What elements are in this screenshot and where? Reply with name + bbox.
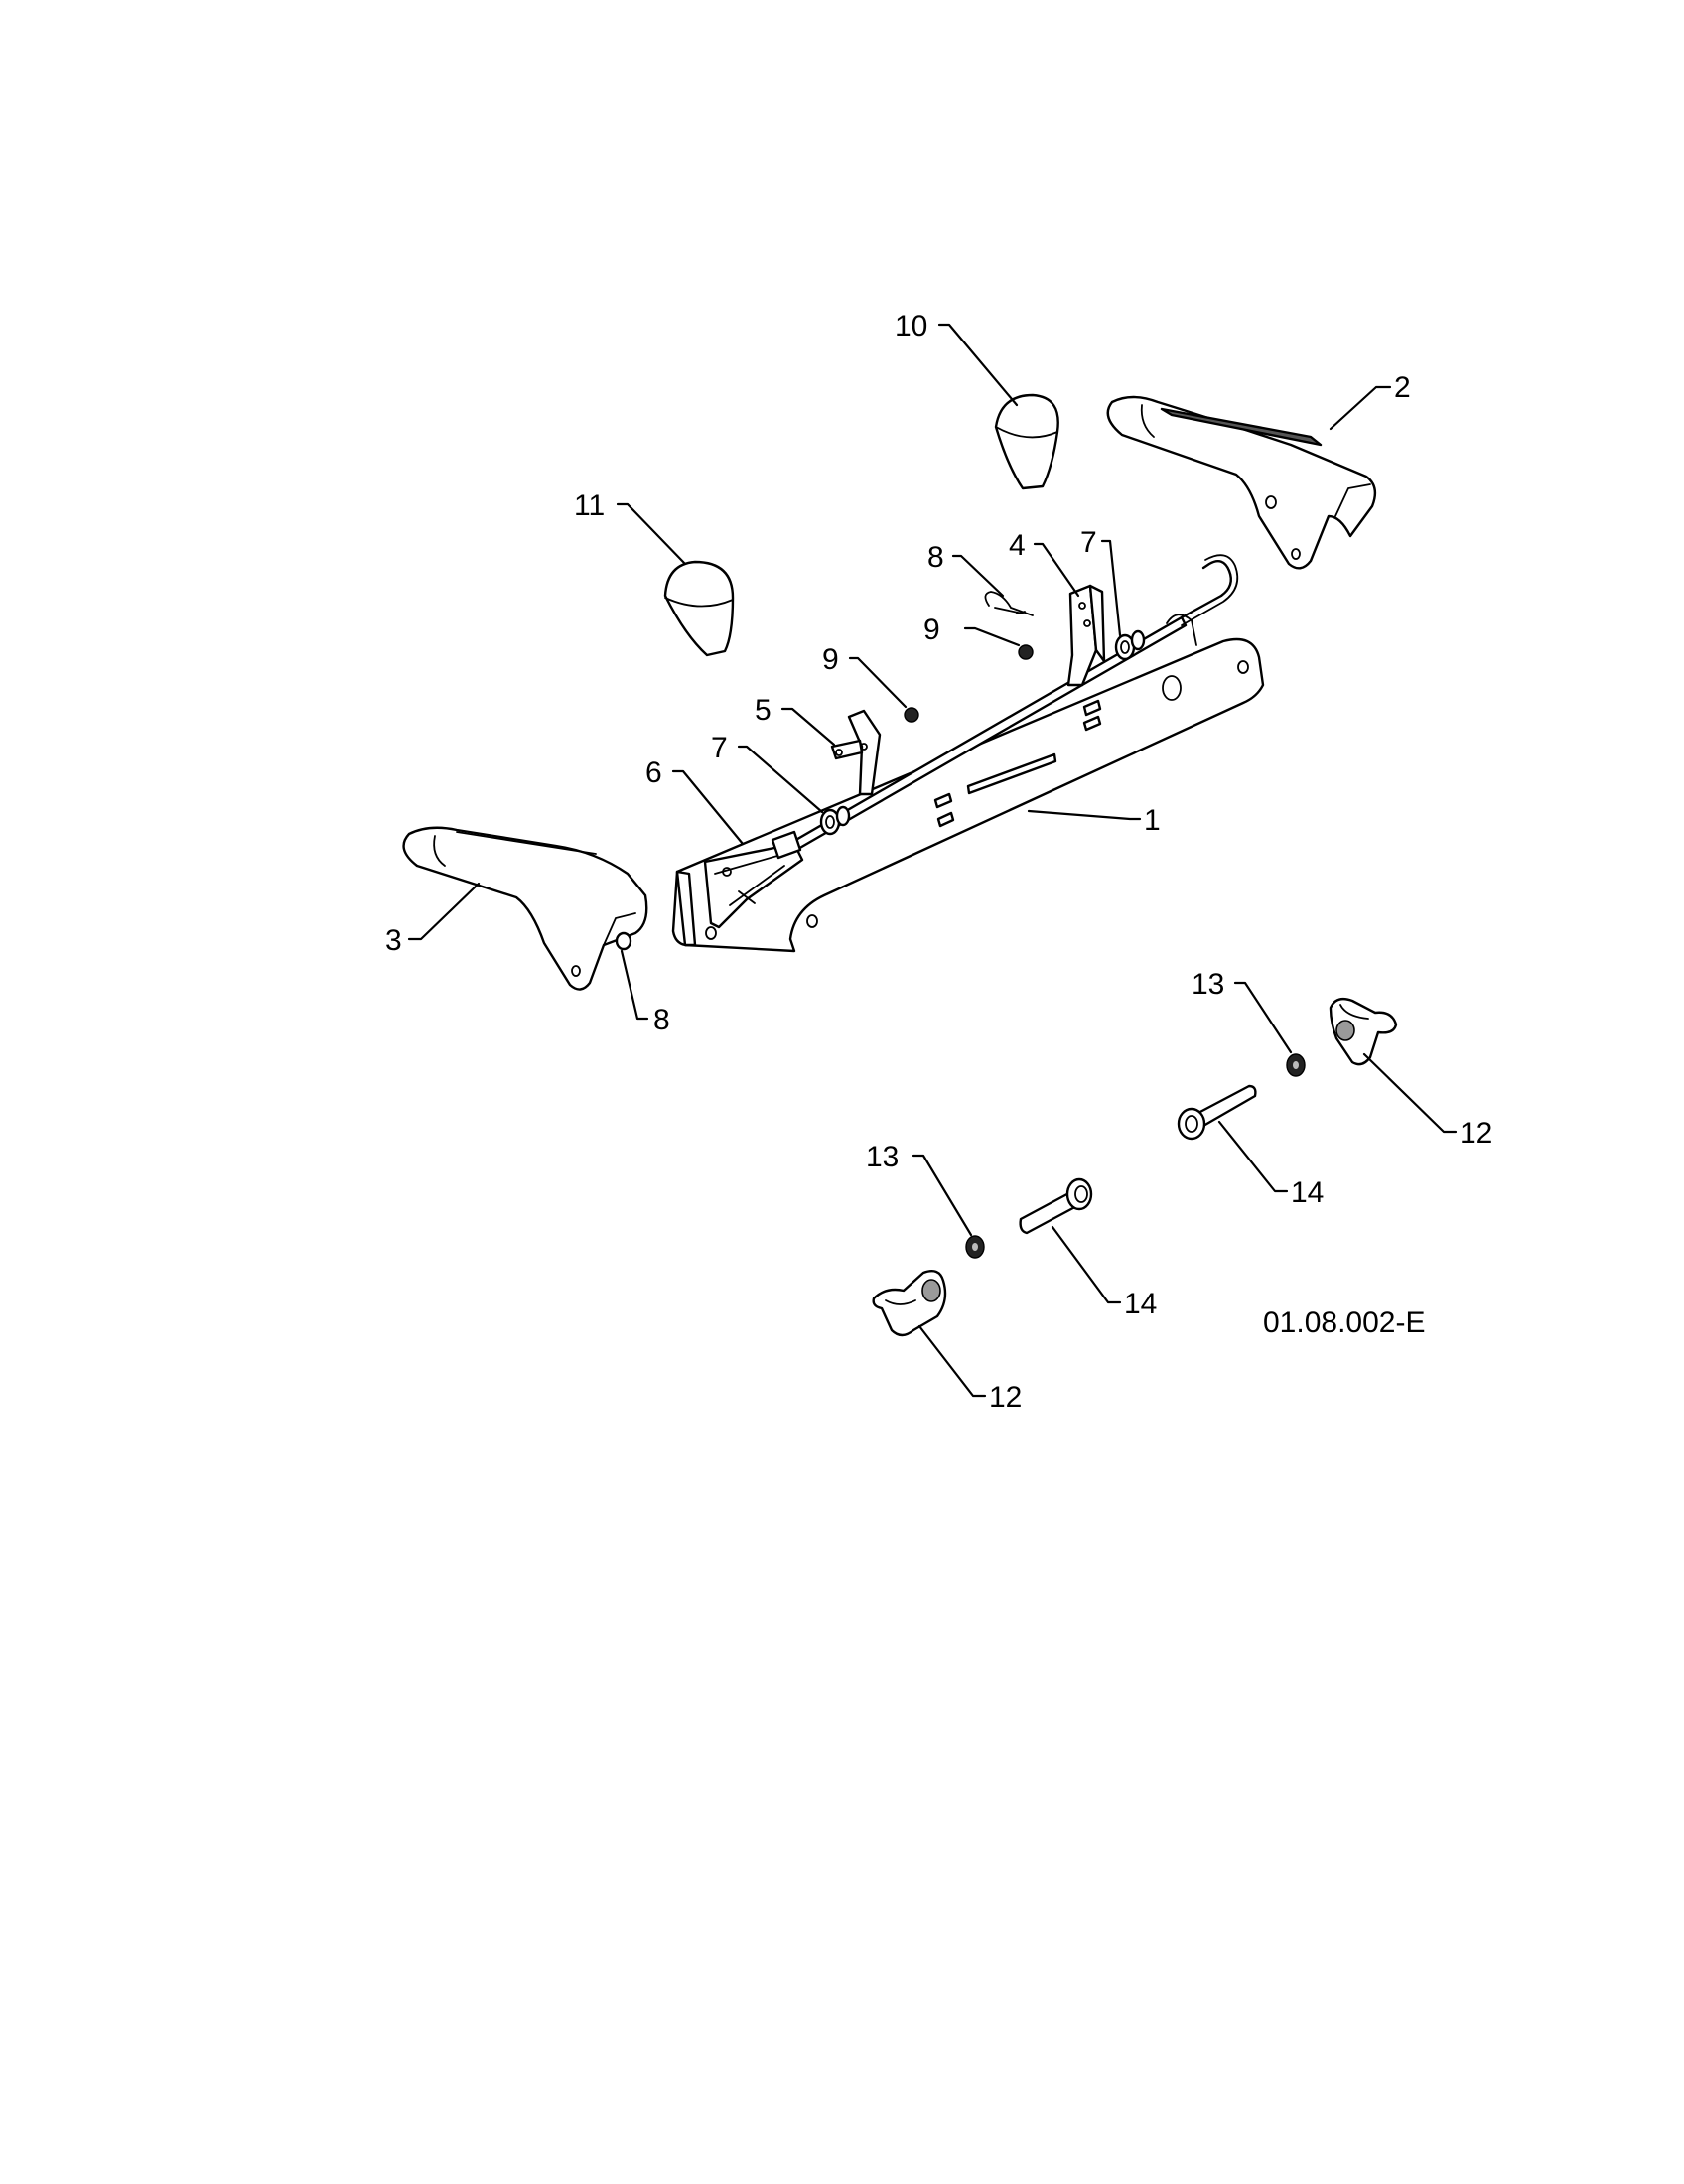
- part-5-bracket: [830, 709, 882, 796]
- callout-14-right: 14: [1291, 1176, 1324, 1209]
- callout-10: 10: [895, 310, 927, 342]
- callout-9-lower: 9: [822, 643, 839, 676]
- callout-labels: 10 2 11 8 4 7 9 9 5 7 6 1 3 8 13 12 14 1…: [385, 310, 1492, 1414]
- part-2-handle: [1106, 395, 1377, 570]
- callout-3: 3: [385, 924, 402, 957]
- leader-13a: [1233, 981, 1293, 1054]
- part-12-knob-left: [872, 1270, 947, 1337]
- callout-8-upper: 8: [927, 541, 944, 574]
- part-11-knob: [663, 560, 735, 657]
- part-12-knob-right: [1329, 997, 1398, 1066]
- leader-14a: [1217, 1120, 1289, 1193]
- leader-2: [1329, 385, 1392, 431]
- part-8-clip-upper: [984, 591, 1034, 616]
- part-3-handle: [402, 826, 648, 991]
- callout-1: 1: [1144, 804, 1161, 837]
- part-6-latch: [703, 830, 804, 929]
- leader-13b: [912, 1154, 973, 1237]
- leader-8a: [951, 554, 1005, 598]
- part-9-screw-lower: [904, 707, 919, 723]
- leader-7b: [737, 745, 824, 814]
- leader-9b: [848, 656, 908, 709]
- callout-8-lower: 8: [653, 1004, 670, 1036]
- callout-12-left: 12: [989, 1381, 1022, 1414]
- part-14-bolt-right: [1177, 1084, 1257, 1141]
- callout-13-left: 13: [866, 1141, 899, 1173]
- leader-9a: [963, 626, 1021, 647]
- leader-7a: [1100, 539, 1122, 637]
- callout-7-upper: 7: [1080, 526, 1097, 559]
- part-10-knob: [994, 393, 1059, 490]
- part-14-bolt-left: [1019, 1177, 1093, 1235]
- callout-7-lower: 7: [711, 732, 728, 764]
- callout-14-left: 14: [1124, 1288, 1157, 1320]
- callout-2: 2: [1394, 371, 1411, 404]
- leader-1: [1027, 809, 1142, 821]
- part-9-screw-upper: [1018, 644, 1034, 660]
- leader-3: [407, 882, 481, 941]
- leader-10: [937, 323, 1019, 407]
- leader-5: [780, 707, 836, 747]
- part-13-nut-left: [965, 1235, 985, 1259]
- part-1-mounting-plate: [671, 637, 1265, 953]
- leader-14b: [1051, 1225, 1122, 1304]
- part-7-washer-upper: [1114, 629, 1146, 661]
- callout-9-upper: 9: [923, 614, 940, 646]
- leader-4: [1033, 542, 1080, 598]
- leader-12a: [1362, 1052, 1458, 1134]
- callout-12-right: 12: [1460, 1117, 1492, 1150]
- callout-5: 5: [755, 694, 772, 727]
- leader-6: [671, 769, 745, 846]
- leader-12b: [917, 1324, 987, 1398]
- document-code: 01.08.002-E: [1263, 1306, 1425, 1339]
- leader-11: [616, 502, 687, 566]
- leader-8b: [620, 949, 649, 1021]
- part-7-washer-lower: [819, 805, 851, 836]
- part-13-nut-right: [1286, 1053, 1306, 1077]
- part-4-bracket: [1066, 584, 1106, 687]
- callout-6: 6: [645, 756, 662, 789]
- leader-lines: [407, 323, 1458, 1398]
- callout-11: 11: [574, 489, 605, 522]
- callout-4: 4: [1009, 529, 1026, 562]
- callout-13-right: 13: [1192, 968, 1224, 1001]
